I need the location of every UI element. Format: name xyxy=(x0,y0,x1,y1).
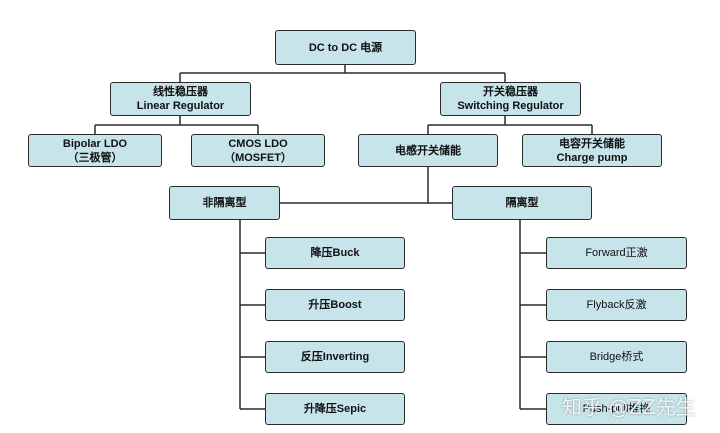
node-inverting-label: 反压Inverting xyxy=(300,351,370,363)
node-isolated: 隔离型 xyxy=(452,186,592,220)
node-push-pull: Push-pull推挽 xyxy=(546,393,687,425)
node-boost: 升压Boost xyxy=(265,289,405,321)
node-switching-regulator-cn: 开关稳压器 xyxy=(483,86,538,98)
node-capacitive-storage-cn: 电容开关储能 xyxy=(559,137,625,150)
node-forward: Forward正激 xyxy=(546,237,687,269)
node-inverting: 反压Inverting xyxy=(265,341,405,373)
node-bipolar-ldo-line1: Bipolar LDO xyxy=(62,137,128,150)
node-capacitive-storage-en: Charge pump xyxy=(556,151,628,164)
node-bridge-label: Bridge桥式 xyxy=(589,351,644,363)
node-non-isolated-label: 非隔离型 xyxy=(202,197,247,209)
node-sepic-label: 升降压Sepic xyxy=(303,403,367,415)
node-bridge: Bridge桥式 xyxy=(546,341,687,373)
node-bipolar-ldo: Bipolar LDO （三极管） xyxy=(28,134,162,167)
node-flyback-label: Flyback反激 xyxy=(586,299,647,311)
node-switching-regulator: 开关稳压器 Switching Regulator xyxy=(440,82,581,116)
node-linear-regulator: 线性稳压器 Linear Regulator xyxy=(110,82,251,116)
node-sepic: 升降压Sepic xyxy=(265,393,405,425)
node-dc-to-dc: DC to DC 电源 xyxy=(275,30,416,65)
node-capacitive-storage: 电容开关储能 Charge pump xyxy=(522,134,662,167)
node-linear-regulator-cn: 线性稳压器 xyxy=(153,86,208,98)
node-linear-regulator-en: Linear Regulator xyxy=(136,100,225,112)
node-buck-label: 降压Buck xyxy=(310,247,360,259)
node-bipolar-ldo-line2: （三极管） xyxy=(67,151,123,164)
node-isolated-label: 隔离型 xyxy=(505,197,539,209)
node-flyback: Flyback反激 xyxy=(546,289,687,321)
node-inductive-storage-label: 电感开关储能 xyxy=(395,144,461,157)
node-forward-label: Forward正激 xyxy=(585,247,648,259)
node-push-pull-label: Push-pull推挽 xyxy=(582,403,651,415)
node-inductive-storage: 电感开关储能 xyxy=(358,134,498,167)
node-cmos-ldo-line2: （MOSFET） xyxy=(224,151,292,164)
node-non-isolated: 非隔离型 xyxy=(169,186,280,220)
node-cmos-ldo: CMOS LDO （MOSFET） xyxy=(191,134,325,167)
node-buck: 降压Buck xyxy=(265,237,405,269)
node-switching-regulator-en: Switching Regulator xyxy=(457,100,564,112)
watermark: 知乎 @ZZ先生 xyxy=(562,395,696,419)
node-boost-label: 升压Boost xyxy=(308,299,362,311)
node-dc-to-dc-label: DC to DC 电源 xyxy=(308,41,383,54)
node-cmos-ldo-line1: CMOS LDO xyxy=(228,137,288,150)
